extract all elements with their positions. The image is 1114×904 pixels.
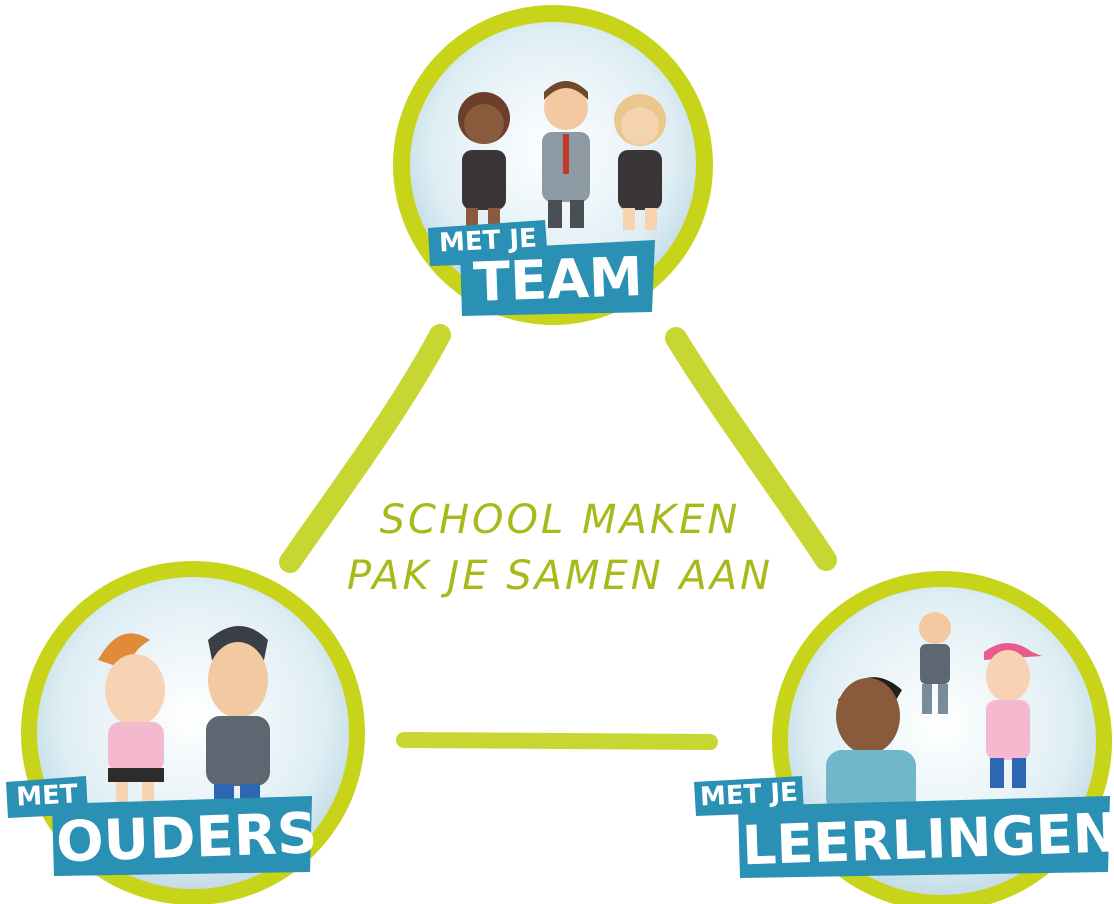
node-team-badge-big [460,240,655,316]
connector-team-ouders [279,324,451,573]
node-team-big-label: TEAM [472,245,644,314]
leerlingen-people-illustration [826,612,1042,814]
node-ouders-small-label: MET [15,779,79,813]
node-leerlingen [694,571,1112,904]
node-ouders-badge-big [52,796,312,876]
node-ouders-big-label: OUDERS [54,801,319,876]
connectors [279,324,837,750]
center-title-line1: SCHOOL MAKEN [379,497,741,543]
node-ouders [6,561,365,904]
team-people-illustration [458,81,666,230]
center-title-line2: PAK JE SAMEN AAN [346,553,774,599]
connector-team-leerlingen [665,327,837,571]
connector-ouders-leerlingen [396,732,718,750]
node-leerlingen-badge-big [738,796,1110,878]
node-leerlingen-big-label: LEERLINGEN [741,801,1114,878]
node-leerlingen-small-label: MET JE [699,777,799,813]
node-team [393,5,713,325]
